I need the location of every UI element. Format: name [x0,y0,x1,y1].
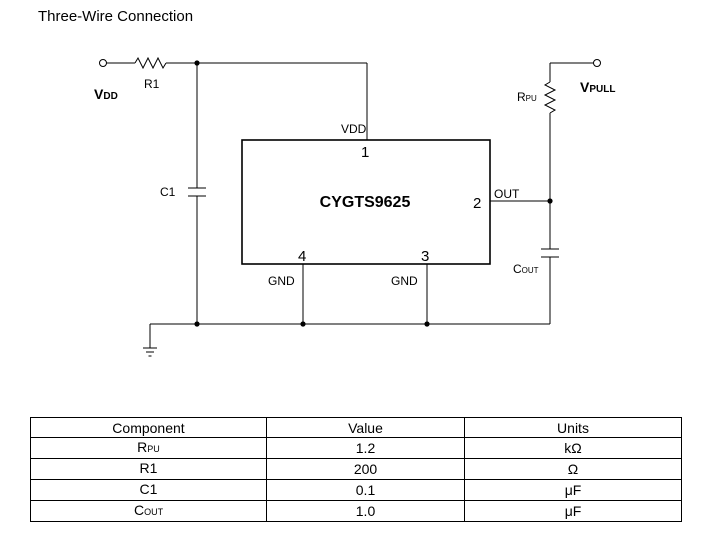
pin2-number: 2 [473,195,481,212]
table-row: RPU 1.2 kΩ [30,437,682,459]
component-cell: C1 [30,479,267,501]
pin1-label: VDD [341,122,367,136]
vpull-label: VPULL [580,79,615,95]
value-cell: 1.2 [266,437,465,459]
junction-dot [194,60,200,66]
header-value: Value [266,417,465,438]
table-row: C1 0.1 μF [30,479,682,501]
value-cell: 1.0 [266,500,465,522]
header-component: Component [30,417,267,438]
vdd-label: VDD [94,86,118,102]
component-cell: R1 [30,458,267,480]
pin2-label: OUT [494,187,520,201]
value-cell: 0.1 [266,479,465,501]
units-cell: μF [464,479,682,501]
diagram-title: Three-Wire Connection [38,8,194,25]
chip-body [241,139,491,265]
pin1-number: 1 [361,144,369,161]
table-header-row: Component Value Units [30,417,682,438]
cout-label: COUT [513,262,539,276]
r1-label: R1 [144,77,160,91]
pin3-label: GND [391,274,418,288]
c1-label: C1 [160,185,176,199]
vpull-terminal [593,59,601,67]
chip-name: CYGTS9625 [320,194,411,211]
pin4-label: GND [268,274,295,288]
junction-dot [300,321,306,327]
rpu-resistor [543,81,557,114]
table-row: R1 200 Ω [30,458,682,480]
rpu-label: RPU [517,90,537,104]
table-row: COUT 1.0 μF [30,500,682,522]
junction-dot [547,198,553,204]
junction-dot [194,321,200,327]
units-cell: Ω [464,458,682,480]
r1-resistor [134,56,167,70]
component-cell: COUT [30,500,267,522]
pin4-number: 4 [298,248,306,265]
units-cell: μF [464,500,682,522]
header-units: Units [464,417,682,438]
units-cell: kΩ [464,437,682,459]
junction-dot [424,321,430,327]
pin3-number: 3 [421,248,429,265]
vdd-terminal [99,59,107,67]
value-cell: 200 [266,458,465,480]
component-cell: RPU [30,437,267,459]
component-table: Component Value Units RPU 1.2 kΩ R1 200 … [30,417,682,522]
circuit-schematic: VDD R1 C1 VPULL RPU COUT CYGTS9625 VDD 1… [94,56,615,357]
